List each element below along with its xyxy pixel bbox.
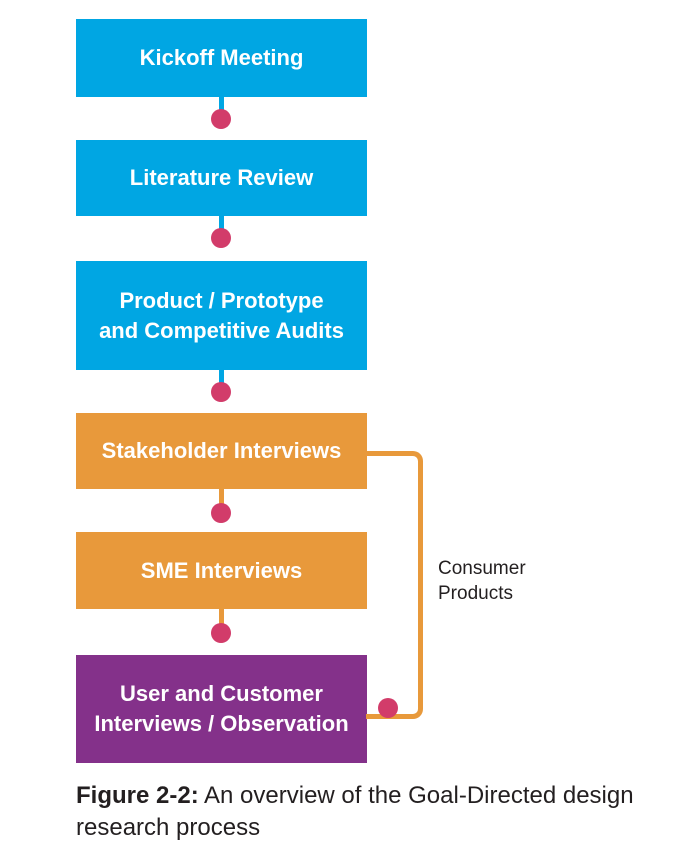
step-sme-interviews: SME Interviews xyxy=(76,532,367,609)
step-product-prototype-audits: Product / Prototype and Competitive Audi… xyxy=(76,261,367,370)
connector-dot-5 xyxy=(211,623,231,643)
connector-stem-4 xyxy=(219,489,224,513)
connector-dot-4 xyxy=(211,503,231,523)
step-label: Product / Prototype and Competitive Audi… xyxy=(99,287,344,343)
step-literature-review: Literature Review xyxy=(76,140,367,216)
step-user-customer-interviews: User and Customer Interviews / Observati… xyxy=(76,655,367,763)
connector-stem-5 xyxy=(219,609,224,633)
connector-dot-3 xyxy=(211,382,231,402)
step-label: Kickoff Meeting xyxy=(139,45,304,70)
step-label: SME Interviews xyxy=(140,557,303,583)
figure-caption: Figure 2-2: An overview of the Goal-Dire… xyxy=(76,780,666,844)
bracket-end-dot xyxy=(378,698,398,718)
connector-dot-1 xyxy=(211,109,231,129)
connector-stem-3 xyxy=(219,370,224,392)
connector-stem-2 xyxy=(219,216,224,238)
step-label: User and Customer Interviews / Observati… xyxy=(94,681,349,736)
step-label: Stakeholder Interviews xyxy=(101,438,342,463)
step-label: Literature Review xyxy=(129,165,314,190)
consumer-products-bracket xyxy=(366,451,423,719)
connector-stem-1 xyxy=(219,97,224,119)
step-kickoff-meeting: Kickoff Meeting xyxy=(76,19,367,97)
caption-prefix: Figure 2-2: xyxy=(76,782,199,809)
step-stakeholder-interviews: Stakeholder Interviews xyxy=(76,413,367,489)
bracket-label: Consumer Products xyxy=(438,558,526,604)
connector-dot-2 xyxy=(211,228,231,248)
caption-text: An overview of the Goal-Directed design … xyxy=(76,782,634,841)
